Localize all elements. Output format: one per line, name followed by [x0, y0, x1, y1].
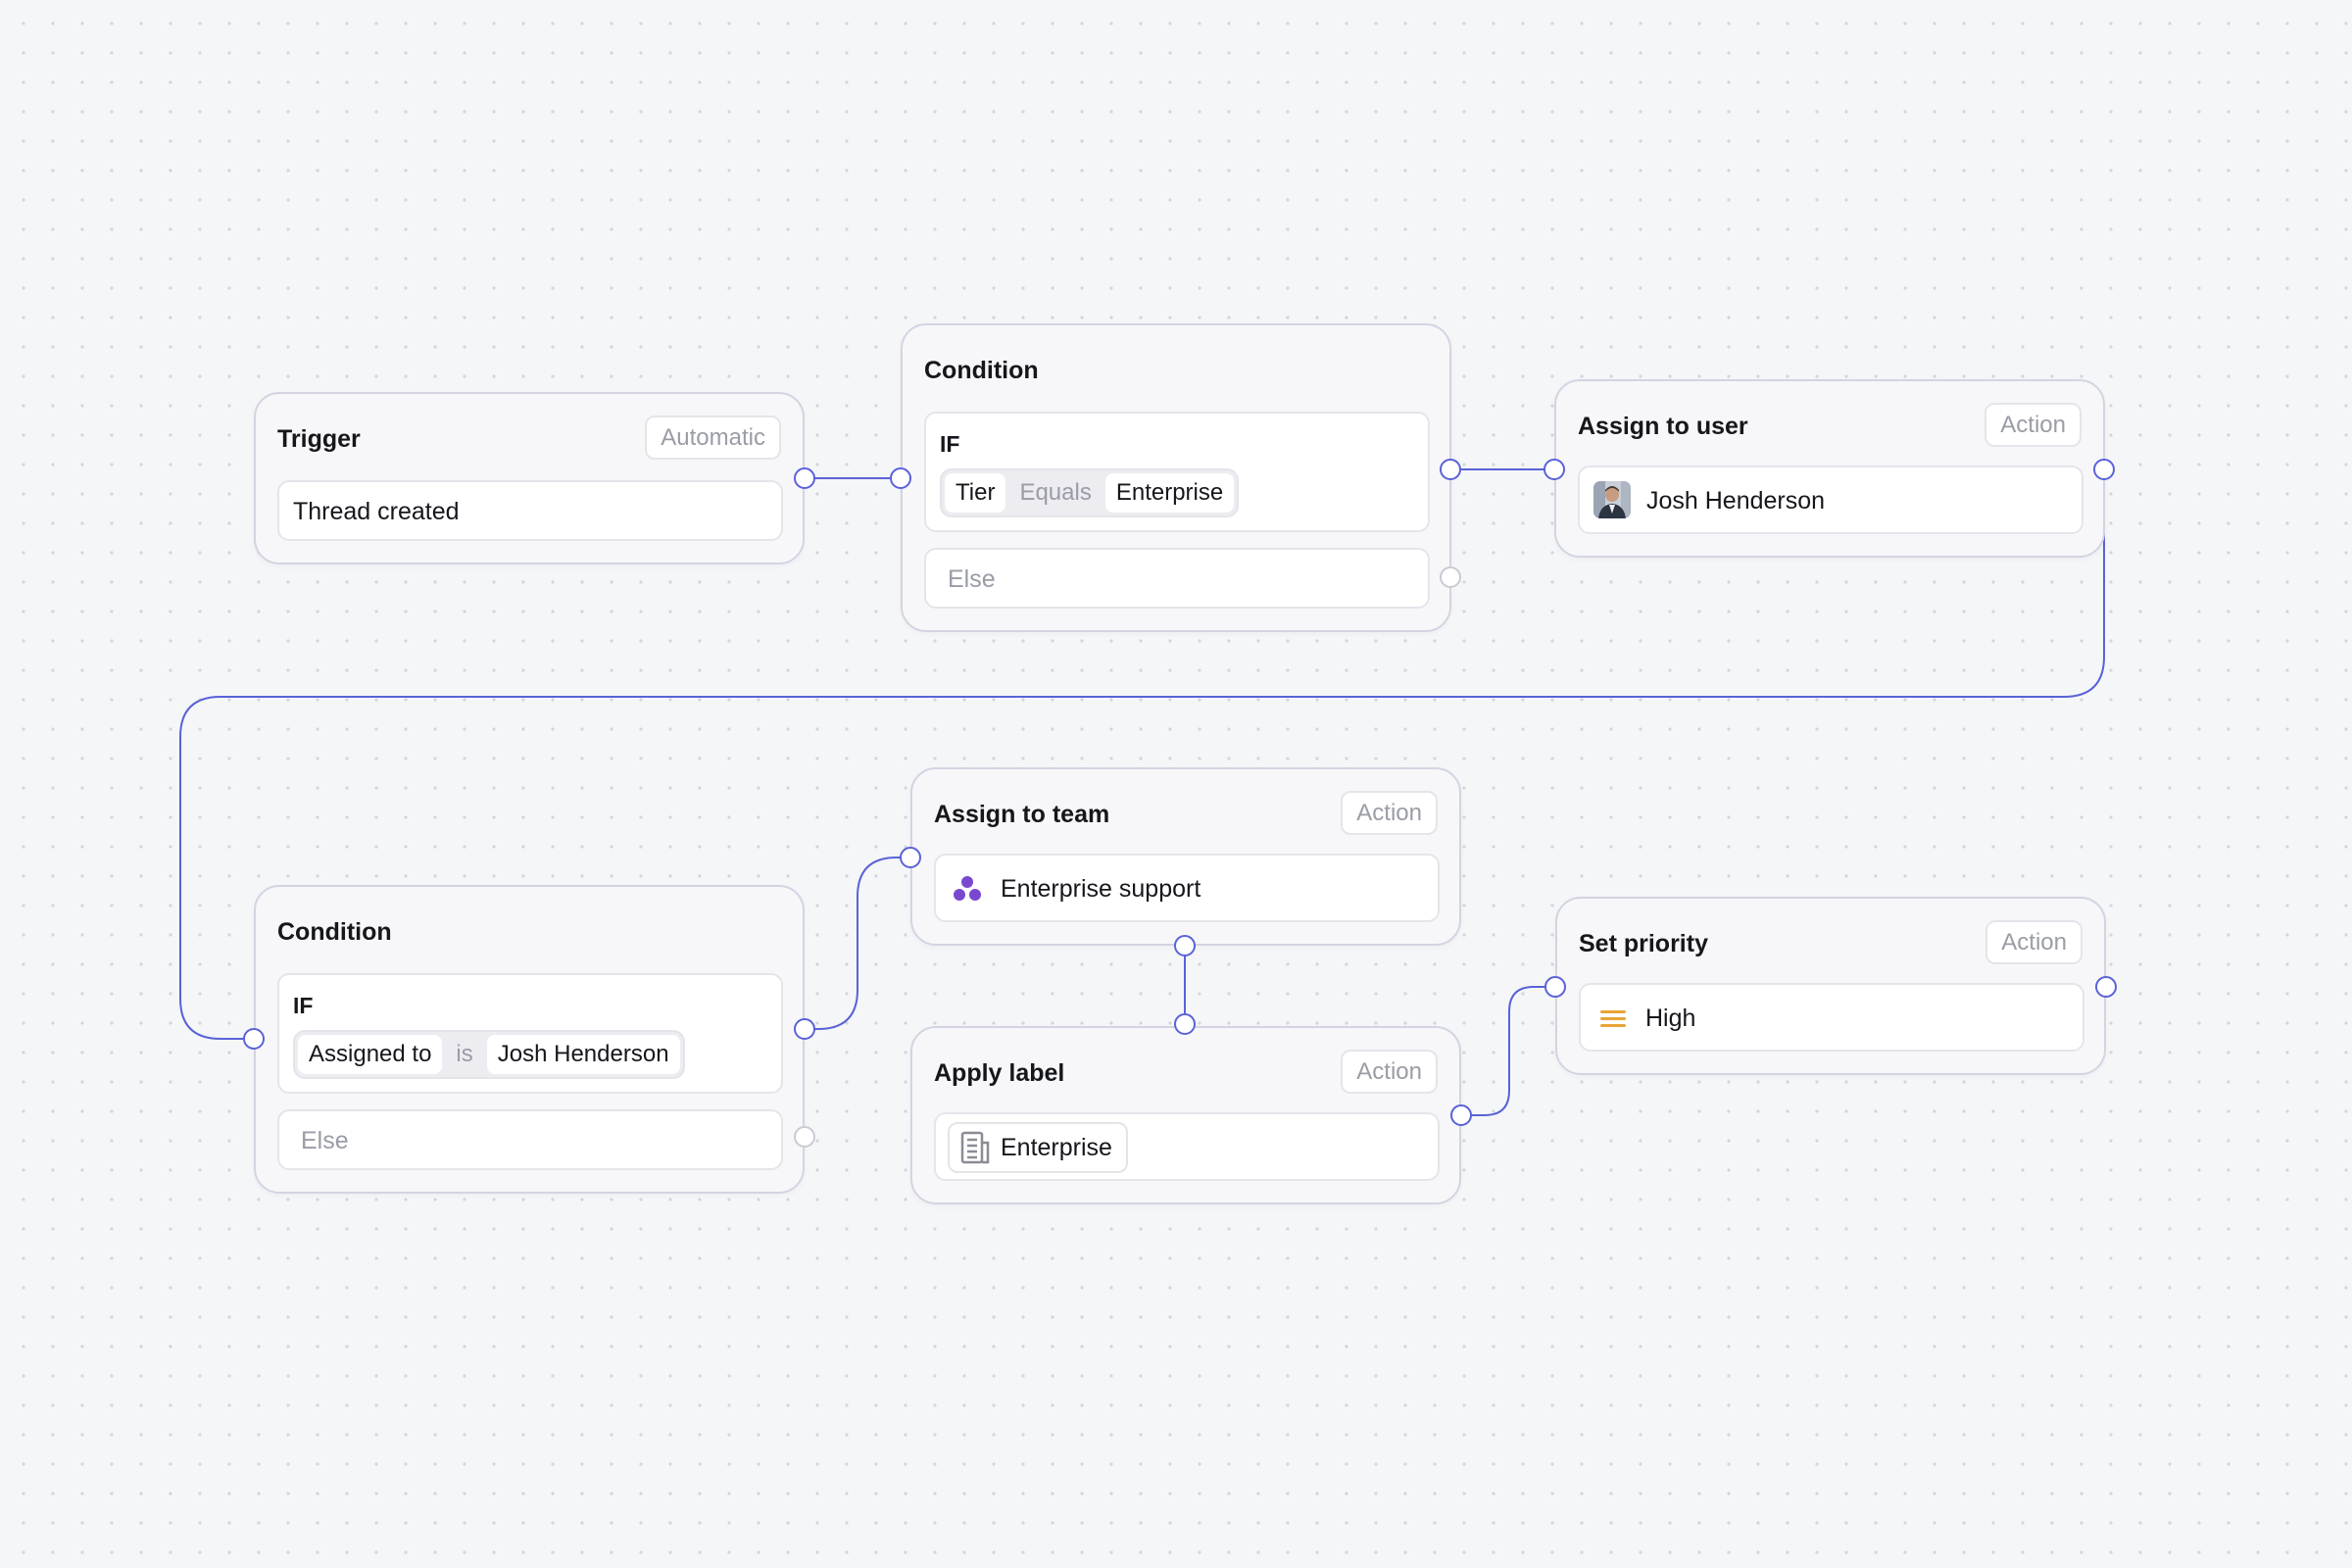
if-label: IF	[940, 431, 960, 457]
label-field[interactable]: Enterprise	[934, 1112, 1440, 1181]
if-label: IF	[293, 993, 314, 1018]
team-icon	[952, 873, 983, 905]
else-label: Else	[948, 565, 996, 593]
assign-team-output-port[interactable]	[1174, 935, 1196, 956]
condition-operator[interactable]: Equals	[1019, 479, 1092, 506]
assign-team-title: Assign to team	[934, 801, 1110, 828]
condition-expression[interactable]: Tier Equals Enterprise	[940, 468, 1240, 517]
apply-label-title: Apply label	[934, 1059, 1065, 1087]
assignee-name: Josh Henderson	[1646, 487, 1826, 514]
building-icon	[959, 1130, 991, 1165]
automatic-tag: Automatic	[645, 416, 781, 460]
condition-node-title: Condition	[924, 357, 1039, 384]
priority-value: High	[1645, 1004, 1696, 1032]
condition-field-chip[interactable]: Tier	[945, 473, 1006, 513]
trigger-event-value: Thread created	[293, 498, 460, 525]
label-chip[interactable]: Enterprise	[948, 1122, 1128, 1173]
condition-value-chip[interactable]: Enterprise	[1104, 473, 1235, 513]
team-field[interactable]: Enterprise support	[934, 854, 1440, 922]
condition-node-assigned[interactable]: Condition IF Assigned to is Josh Henders…	[254, 885, 805, 1194]
condition-field-chip[interactable]: Assigned to	[298, 1035, 443, 1074]
label-name: Enterprise	[1001, 1133, 1112, 1161]
else-branch[interactable]: Else	[924, 548, 1430, 609]
assign-user-title: Assign to user	[1578, 413, 1748, 440]
action-tag: Action	[1341, 1050, 1438, 1094]
condition-node-tier[interactable]: Condition IF Tier Equals Enterprise Else	[901, 323, 1451, 632]
else-branch[interactable]: Else	[277, 1109, 783, 1170]
trigger-output-port[interactable]	[794, 467, 815, 489]
trigger-event-field[interactable]: Thread created	[277, 480, 783, 541]
action-tag: Action	[1985, 920, 2082, 964]
assign-user-input-port[interactable]	[1544, 459, 1565, 480]
priority-field[interactable]: High	[1579, 983, 2084, 1052]
condition-else-output-port[interactable]	[1440, 566, 1461, 588]
condition-operator[interactable]: is	[456, 1041, 473, 1067]
condition-value-chip[interactable]: Josh Henderson	[486, 1035, 680, 1074]
team-name: Enterprise support	[1001, 875, 1201, 903]
assign-team-node[interactable]: Assign to team Action Enterprise support	[910, 767, 1461, 946]
apply-label-input-port[interactable]	[1174, 1013, 1196, 1035]
condition-input-port[interactable]	[890, 467, 911, 489]
apply-label-output-port[interactable]	[1450, 1104, 1472, 1126]
condition-2-if-output-port[interactable]	[794, 1018, 815, 1040]
assign-user-node[interactable]: Assign to user Action Josh Henderson	[1554, 379, 2105, 558]
set-priority-title: Set priority	[1579, 930, 1708, 957]
assign-user-output-port[interactable]	[2093, 459, 2115, 480]
if-branch[interactable]: IF Tier Equals Enterprise	[924, 412, 1430, 532]
connector-apply-label-set-priority	[1461, 986, 1555, 1116]
set-priority-output-port[interactable]	[2095, 976, 2117, 998]
assign-team-input-port[interactable]	[900, 847, 921, 868]
condition-2-else-output-port[interactable]	[794, 1126, 815, 1148]
set-priority-input-port[interactable]	[1544, 976, 1566, 998]
action-tag: Action	[1341, 791, 1438, 835]
condition-expression[interactable]: Assigned to is Josh Henderson	[293, 1030, 685, 1079]
else-label: Else	[301, 1127, 349, 1154]
condition-node-title: Condition	[277, 918, 392, 946]
apply-label-node[interactable]: Apply label Action Enterprise	[910, 1026, 1461, 1204]
condition-2-input-port[interactable]	[243, 1028, 265, 1050]
set-priority-node[interactable]: Set priority Action High	[1555, 897, 2106, 1075]
assignee-field[interactable]: Josh Henderson	[1578, 466, 2083, 534]
connector-condition-assign-team	[805, 857, 910, 1030]
trigger-node-title: Trigger	[277, 425, 361, 453]
priority-high-icon	[1600, 1006, 1626, 1030]
condition-if-output-port[interactable]	[1440, 459, 1461, 480]
user-avatar	[1593, 481, 1631, 518]
trigger-node[interactable]: Trigger Automatic Thread created	[254, 392, 805, 564]
if-branch[interactable]: IF Assigned to is Josh Henderson	[277, 973, 783, 1094]
action-tag: Action	[1984, 403, 2082, 447]
